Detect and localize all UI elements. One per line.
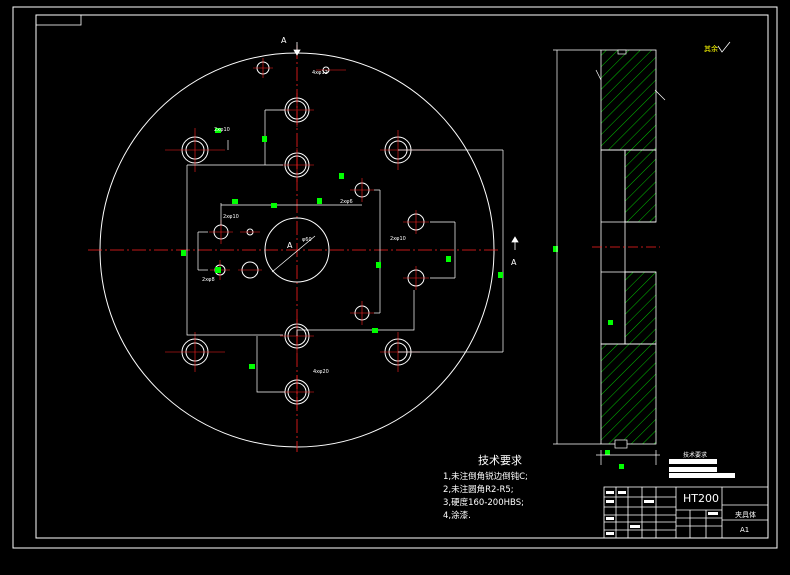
- title-block-scale: A1: [740, 526, 750, 534]
- holes: [165, 58, 430, 409]
- tech-req-item-3: 3,硬度160-200HBS;: [443, 498, 524, 508]
- green-markers: [181, 128, 624, 469]
- title-block-fill: [606, 491, 718, 535]
- notes-block: [669, 459, 735, 478]
- bore-leader: [271, 235, 316, 273]
- title-block-part-name: 夹具体: [735, 511, 756, 519]
- tech-req-title: 技术要求: [478, 454, 522, 467]
- dim-label-6: 4xφ20: [313, 369, 329, 375]
- tech-req-item-4: 4,涂漆.: [443, 511, 471, 521]
- hole-mid-right-3: [403, 266, 429, 290]
- title-block: [603, 486, 769, 539]
- section-label-top: A: [281, 36, 287, 45]
- tech-req-item-2: 2,未注圆角R2-R5;: [443, 485, 514, 495]
- dimension-lines: [186, 109, 504, 393]
- hole-top-right-small: [316, 66, 346, 74]
- hole-left-lower: [165, 332, 225, 372]
- dim-label-0: 4xφ12: [312, 70, 328, 76]
- corner-box: [35, 14, 82, 26]
- hole-mid-right-2: [403, 210, 429, 234]
- tech-req-item-1: 1,未注倒角锐边倒钝C;: [443, 472, 528, 482]
- hole-mid-right-1: [350, 178, 374, 202]
- dim-label-2: 2xφ8: [202, 277, 215, 283]
- hole-left-upper: [165, 128, 225, 172]
- title-block-material: HT200: [683, 492, 719, 505]
- dim-label-3: 2xφ6: [340, 199, 353, 205]
- notes-block-title: 技术要求: [683, 452, 708, 459]
- hole-left-2: [240, 228, 260, 236]
- dim-label-4: 2xφ10: [390, 236, 406, 242]
- dim-label-5: 2xφ10: [214, 127, 230, 133]
- section-label-center: A: [287, 241, 293, 250]
- section-label-right: A: [511, 258, 517, 267]
- hole-lower-2: [280, 375, 314, 409]
- hole-mid-right-4: [350, 301, 374, 325]
- hole-top-small: [253, 58, 273, 78]
- inner-frame: [35, 14, 769, 539]
- dim-label-1: 2xφ10: [223, 214, 239, 220]
- roughness-note: 其余: [704, 45, 718, 53]
- centerlines: [88, 45, 500, 452]
- hole-left-4: [238, 261, 262, 279]
- roughness-symbol: [717, 41, 731, 53]
- hole-upper-2: [280, 148, 314, 182]
- section-markers: [293, 42, 519, 250]
- side-view: [553, 49, 666, 465]
- central-bore: [264, 217, 330, 283]
- outer-frame: [12, 6, 778, 549]
- dim-label-7: φ60: [302, 237, 312, 243]
- hole-upper-1: [280, 93, 314, 127]
